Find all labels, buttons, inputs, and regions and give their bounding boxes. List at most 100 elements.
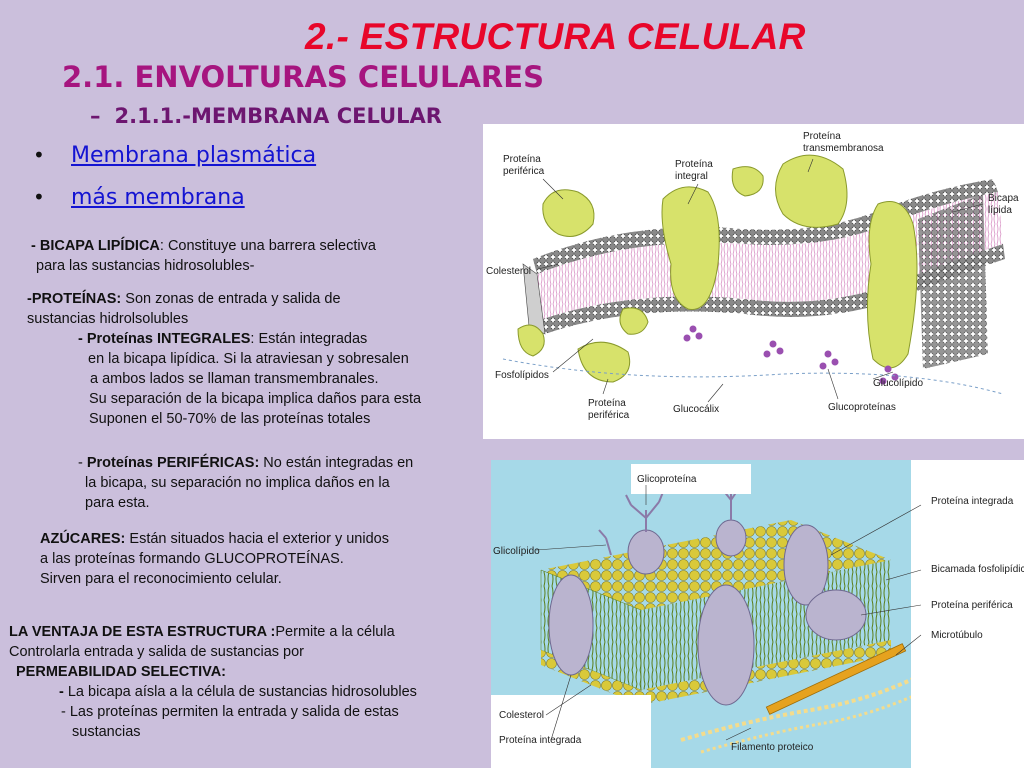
sugar-chain-4 <box>884 365 892 373</box>
label-transmembranosa-2: transmembranosa <box>803 143 884 154</box>
label-colesterol-2: Colesterol <box>499 710 544 721</box>
leader-glucoproteinas <box>827 368 839 400</box>
label-integral-1: Proteína <box>675 159 713 170</box>
azucares-line3: Sirven para el reconocimiento celular. <box>40 571 282 587</box>
label-glucolipido: Glucolípido <box>873 378 923 389</box>
leader-glucolipido <box>872 371 894 380</box>
bilayer-upper-heads <box>533 179 998 274</box>
bilayer-tails <box>537 192 1003 319</box>
leader-glicolipido <box>535 544 607 551</box>
ventaja-item2: - Las proteínas permiten la entrada y sa… <box>61 704 399 720</box>
protein-bottom-left <box>517 324 545 357</box>
ventaja-line2: Controlarla entrada y salida de sustanci… <box>9 644 304 660</box>
perifericas-line2: la bicapa, su separación no implica daño… <box>85 475 390 491</box>
leader-bicapa <box>952 203 984 213</box>
label-proteina-integrada-top: Proteína integrada <box>931 496 1014 507</box>
bilayer-lower-heads <box>543 244 1005 334</box>
bullet-dot: • <box>33 143 45 167</box>
azucares-line2: a las proteínas formando GLUCOPROTEÍNAS. <box>40 551 344 567</box>
azucares-heading: AZÚCARES: <box>40 531 126 547</box>
ventaja-line1: Permite a la célula <box>275 624 395 640</box>
membrane-3d-diagram: Glicoproteína Proteína integrada Glicolí… <box>491 460 1024 768</box>
perifericas-line3: para esta. <box>85 495 150 511</box>
label-transmembranosa-1: Proteína <box>803 131 841 142</box>
azucares-text: AZÚCARES: Están situados hacia el exteri… <box>40 529 389 589</box>
label-colesterol: Colesterol <box>486 266 531 277</box>
leader-transmembranosa <box>807 158 814 173</box>
label-periferica-bottom-2: periférica <box>588 410 630 421</box>
bilayer-right-block <box>918 194 988 369</box>
leader-filamento <box>725 727 752 741</box>
integrales-line1: : Están integradas <box>250 331 368 347</box>
label-bicapa-1: Bicapa <box>988 193 1019 204</box>
slide-title: 2.- ESTRUCTURA CELULAR <box>305 16 806 57</box>
label-glicoproteina: Glicoproteína <box>637 474 697 485</box>
sugar-chain-2b <box>776 347 784 355</box>
link-mas-membrana[interactable]: más membrana <box>71 185 245 210</box>
sugar-chain-4c <box>879 377 887 385</box>
bicapa-text: - BICAPA LIPÍDICA: Constituye una barrer… <box>31 236 376 276</box>
figure2-label-panel <box>911 460 1024 768</box>
protein-right-tall <box>866 201 918 369</box>
integrales-line2: en la bicapa lipídica. Si la atraviesan … <box>88 351 409 367</box>
filamento-proteico <box>680 673 922 742</box>
perifericas-heading: Proteínas PERIFÉRICAS: <box>86 455 260 471</box>
label-integral-2: integral <box>675 171 708 182</box>
protein-periferica-top <box>542 189 595 237</box>
subsection-dash: – <box>90 104 101 128</box>
bicapa-line1: : Constituye una barrera selectiva <box>159 238 376 254</box>
ventaja-text: LA VENTAJA DE ESTA ESTRUCTURA :Permite a… <box>9 622 417 742</box>
leader-proteina-integrada-bottom <box>550 674 572 741</box>
glicoproteina-body <box>627 529 665 575</box>
sugar-chain-3 <box>824 350 832 358</box>
leader-bicamada <box>885 569 922 581</box>
leader-glucocalix <box>707 383 724 403</box>
sugar-chain-2c <box>763 350 771 358</box>
sugar-chain-3b <box>831 358 839 366</box>
label-periferica-bottom-1: Proteína <box>588 398 626 409</box>
filamento-proteico-2 <box>700 686 932 754</box>
perifericas-prefix: - <box>78 455 87 471</box>
protein-top-center <box>715 519 747 557</box>
label-periferica-top-1: Proteína <box>503 154 541 165</box>
label-proteina-periferica: Proteína periférica <box>931 600 1013 611</box>
label-glicolipido: Glicolípido <box>493 546 540 557</box>
protein-integrada-center <box>697 584 755 706</box>
sugar-chain-1b <box>695 332 703 340</box>
integrales-heading: - Proteínas INTEGRALES <box>78 331 251 347</box>
membrane-3d-svg: Glicoproteína Proteína integrada Glicolí… <box>491 460 1024 768</box>
perifericas-line1: No están integradas en <box>259 455 414 471</box>
figure2-label-bottom <box>491 695 651 768</box>
leader-fosfolipidos <box>552 338 594 373</box>
integrales-line4: Su separación de la bicapa implica daños… <box>89 391 422 407</box>
section-heading: 2.1. ENVOLTURAS CELULARES <box>62 60 544 94</box>
protein-periferica-right <box>805 589 867 641</box>
leader-proteina-integrada-top <box>830 504 922 556</box>
leader-colesterol <box>545 684 592 716</box>
ventaja-item1: La bicapa aísla a la célula de sustancia… <box>67 684 417 700</box>
proteinas-line1: Son zonas de entrada y salida de <box>121 291 341 307</box>
link-membrana-plasmatica[interactable]: Membrana plasmática <box>71 143 317 168</box>
ventaja-heading: LA VENTAJA DE ESTA ESTRUCTURA : <box>9 624 276 640</box>
label-microtubulo: Microtúbulo <box>931 630 983 641</box>
protein-bottom-mid <box>619 307 649 335</box>
bicapa-line2: para las sustancias hidrosolubles- <box>36 258 255 274</box>
sugar-chain-1 <box>689 325 697 333</box>
integrales-line3: a ambos lados se llaman transmembranales… <box>90 371 379 387</box>
label-bicapa-2: lípida <box>988 205 1012 216</box>
subsection-heading-text: 2.1.1.-MEMBRANA CELULAR <box>114 104 442 128</box>
label-fosfolipidos: Fosfolípidos <box>495 370 549 381</box>
label-periferica-top-2: periférica <box>503 166 545 177</box>
leader-microtubulo <box>895 634 922 656</box>
label-glucocalix: Glucocálix <box>673 404 719 415</box>
perifericas-text: - Proteínas PERIFÉRICAS: No están integr… <box>78 453 413 513</box>
protein-periferica-bottom <box>577 341 631 383</box>
leader-colesterol <box>537 263 559 270</box>
leader-periferica-top <box>542 178 564 200</box>
leader-periferica-bottom <box>602 378 609 395</box>
subsection-heading: –2.1.1.-MEMBRANA CELULAR <box>90 104 442 128</box>
label-bicamada: Bicamada fosfolipídica <box>931 564 1024 575</box>
sugar-chain-3c <box>819 362 827 370</box>
leader-integral <box>687 183 699 205</box>
bullet-mas-membrana: •más membrana <box>33 185 245 210</box>
